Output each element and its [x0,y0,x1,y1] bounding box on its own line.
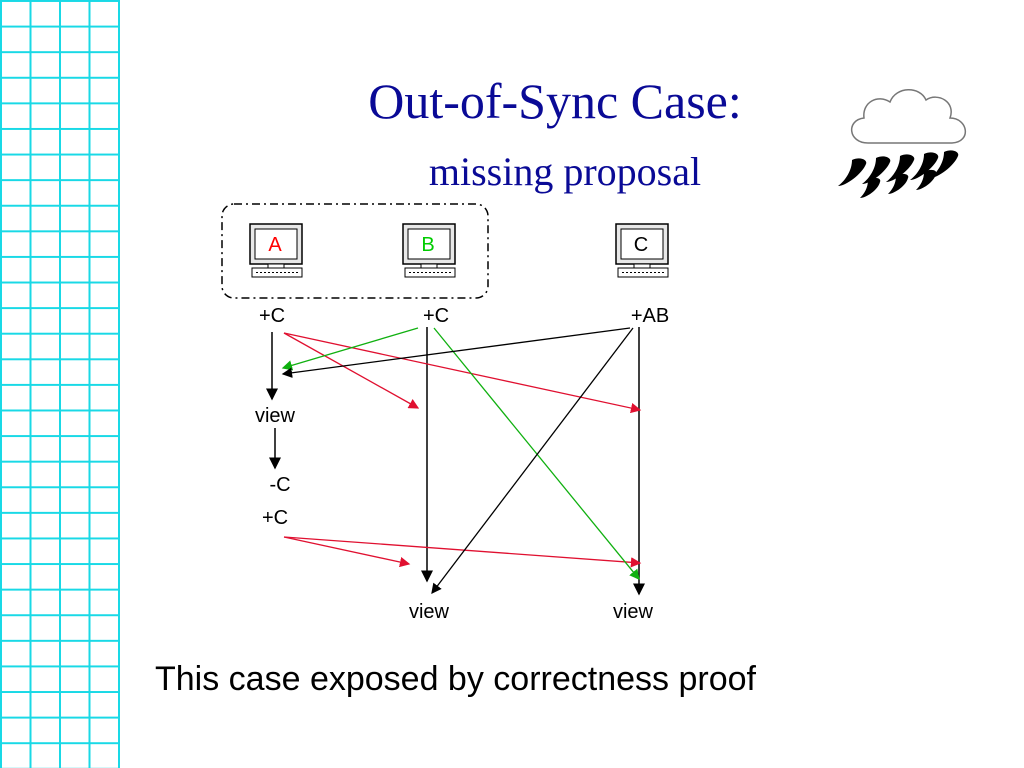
slide-title: Out-of-Sync Case: [368,73,742,129]
computer-a-label: A [268,234,282,256]
label-b-view: view [409,601,450,623]
msg-a-to-c-2 [283,536,642,568]
label-c-view: view [613,601,654,623]
msg-a-to-c-1 [283,332,642,414]
rain-cloud-icon [838,89,966,198]
group-box [221,203,489,299]
label-a-minus-c: -C [269,474,290,496]
slide-subtitle: missing proposal [428,149,702,194]
computer-b: B [402,223,456,278]
msg-b-to-a [281,327,419,371]
computer-c-label: C [634,234,648,256]
label-a-plus-c-2: +C [262,507,288,529]
msg-a-to-b-2 [283,536,411,568]
label-a-view: view [255,405,296,427]
msg-a-to-b-1 [283,332,420,409]
computer-icon [615,223,669,278]
computer-icon [402,223,456,278]
label-a-plus-c: +C [259,305,285,327]
slide-caption: This case exposed by correctness proof [155,660,756,698]
label-b-plus-c: +C [423,305,449,327]
computer-icon [249,223,303,278]
msg-c-to-a [281,327,631,378]
msg-c-to-b [431,327,634,595]
msg-b-to-c [433,327,640,581]
computer-c: C [615,223,669,278]
grid-decoration [0,0,120,768]
computer-b-label: B [421,234,434,256]
label-c-plus-ab: +AB [631,305,669,327]
computer-a: A [249,223,303,278]
